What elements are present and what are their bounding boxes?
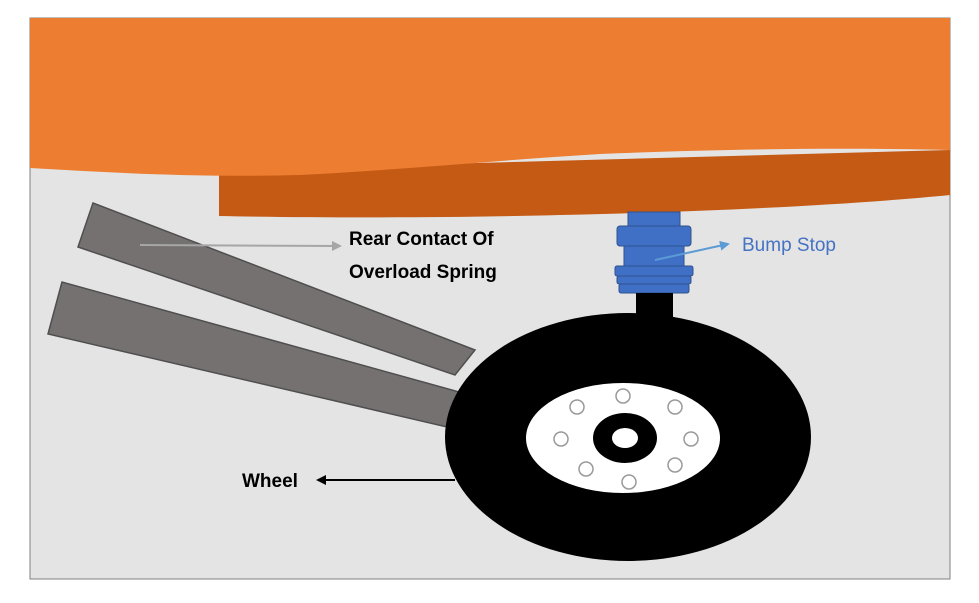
lug-hole [667,457,683,473]
axle-hole [612,428,638,448]
wheel [445,313,811,561]
lug-hole [569,399,585,415]
rear-contact-label-line1: Rear Contact Of [349,229,494,250]
rear-contact-label-line2: Overload Spring [349,262,497,283]
wheel-label: Wheel [242,471,298,492]
bump-stop-label: Bump Stop [742,235,836,256]
bump-stop [614,211,694,294]
rear-contact-arrow [139,240,342,251]
lug-hole [667,399,683,415]
lug-hole [621,474,637,490]
lug-hole [683,431,699,447]
lug-hole [615,388,631,404]
vehicle-body [30,18,950,176]
bump-stop-arrow [654,240,730,261]
lug-hole [578,461,594,477]
lug-holes [553,388,699,490]
lug-hole [553,431,569,447]
